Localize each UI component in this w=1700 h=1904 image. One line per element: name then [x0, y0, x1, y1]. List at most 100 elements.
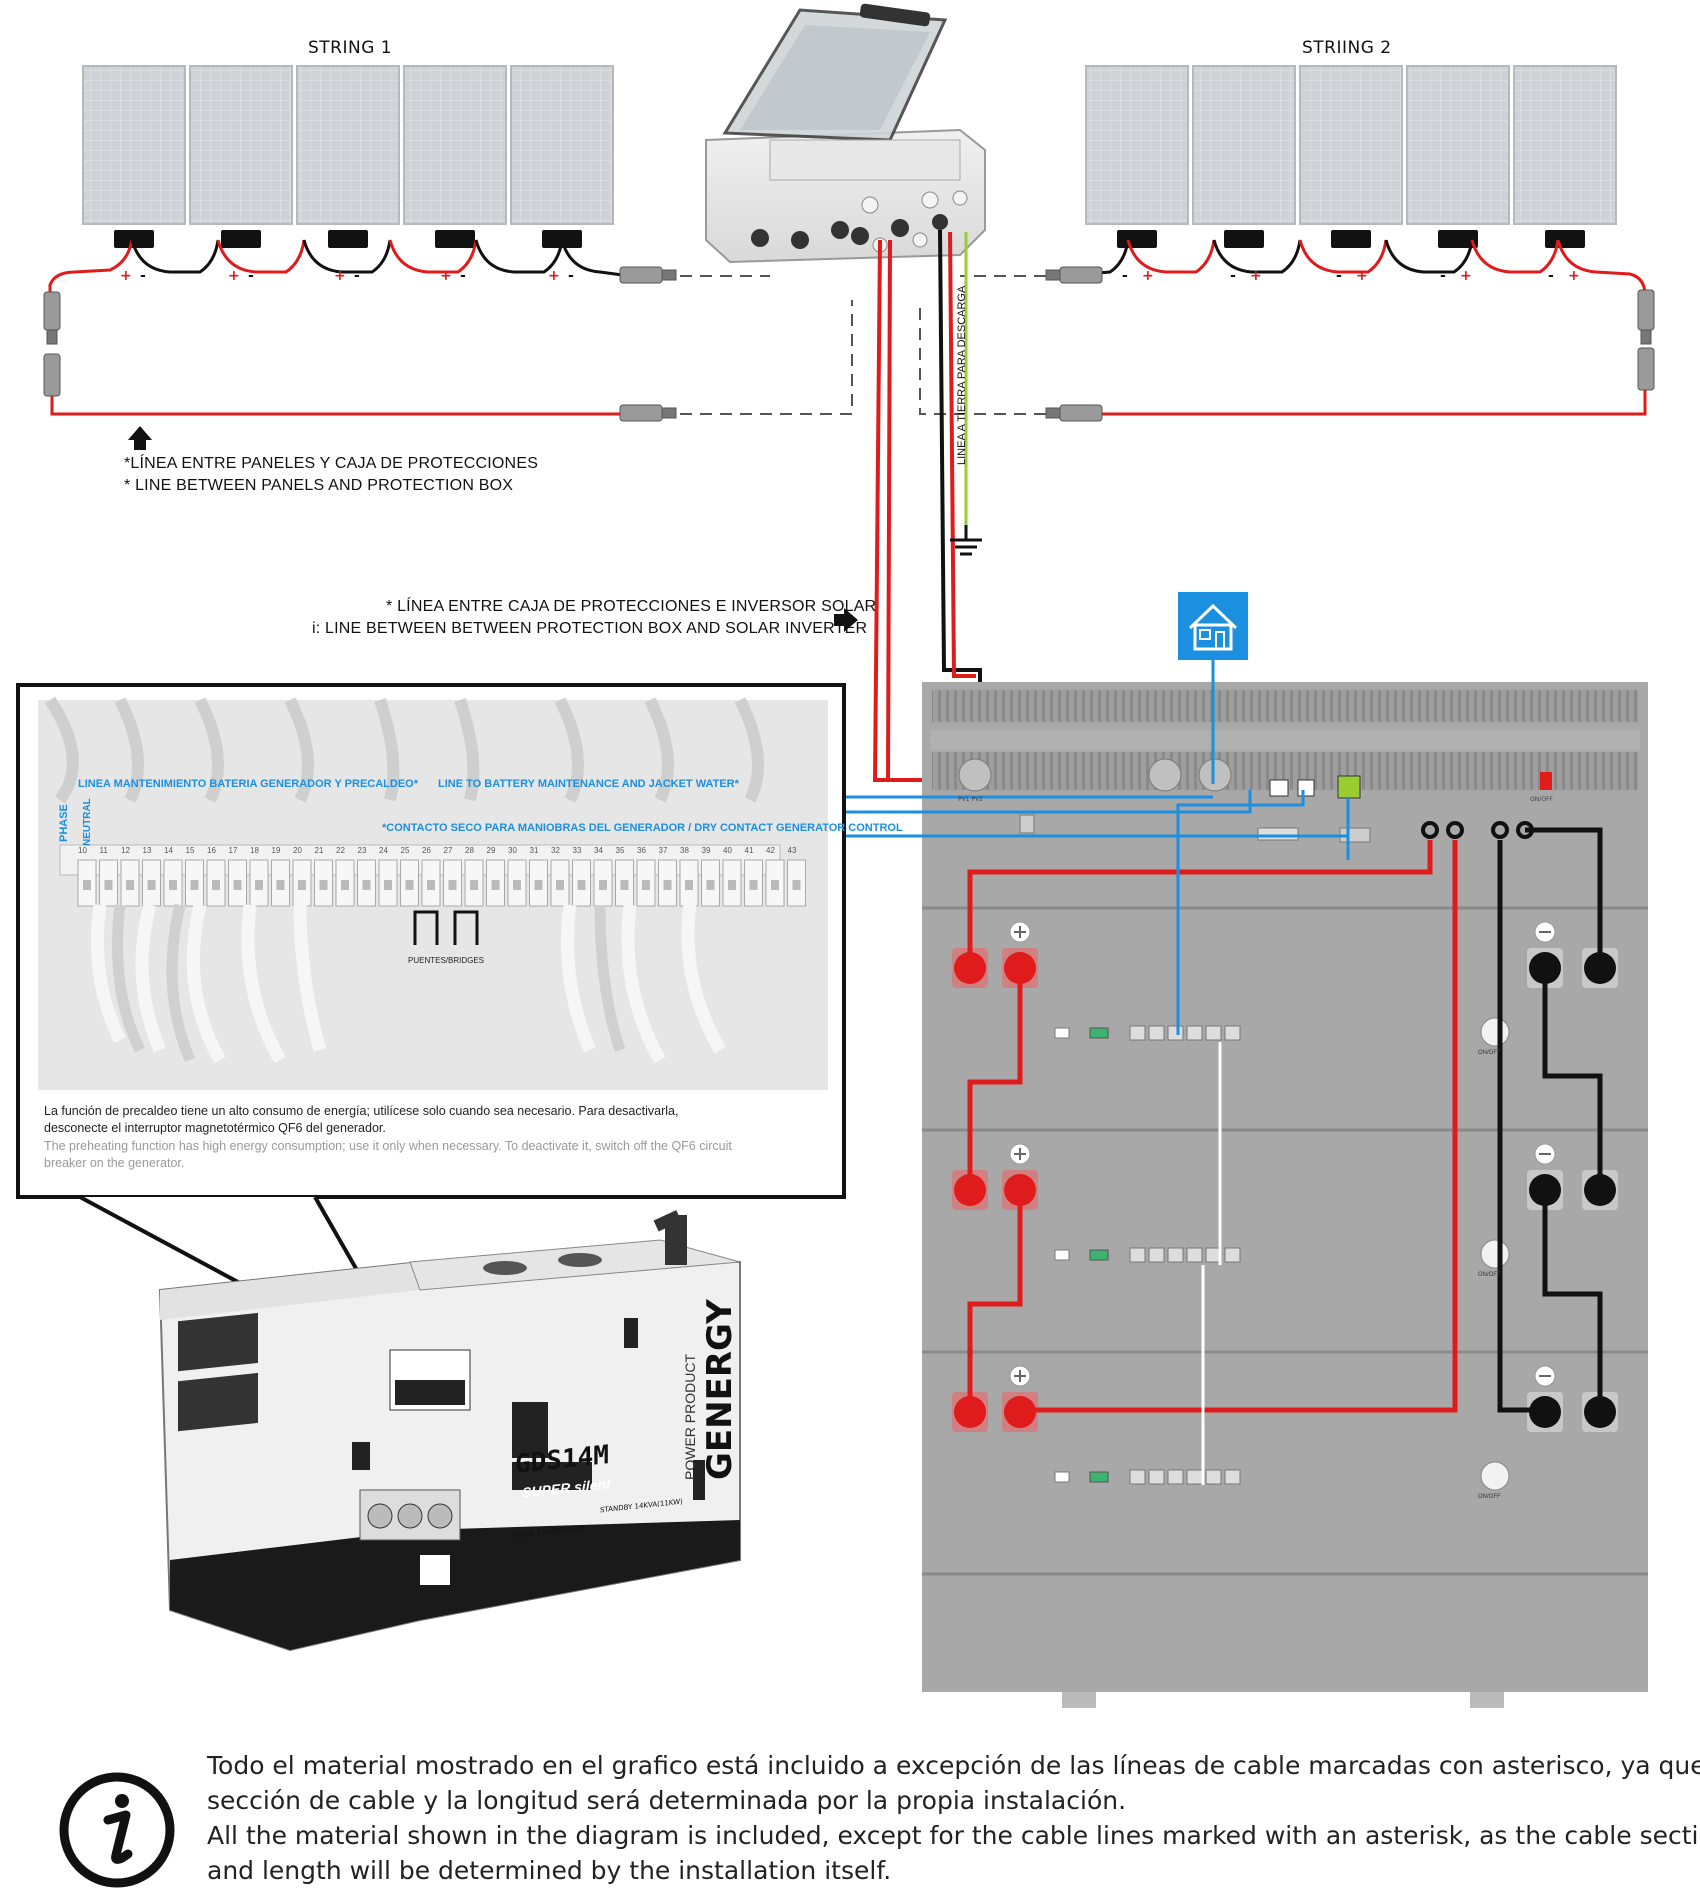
arrow-right-icon — [834, 608, 858, 632]
terminal-screw — [642, 880, 650, 890]
terminal-number: 40 — [723, 846, 732, 855]
polarity-sign: + — [1142, 268, 1154, 284]
polarity-sign: - — [140, 268, 146, 284]
string1-junction-box-2 — [221, 230, 261, 248]
battery-port — [1129, 1469, 1146, 1485]
string2-junction-box-4 — [1438, 230, 1478, 248]
terminal-screw — [169, 880, 177, 890]
ground-line-label: LINEA A TIERRA PARA DESCARGA — [956, 285, 968, 465]
battery-port — [1224, 1025, 1241, 1041]
terminal-number: 23 — [357, 846, 367, 855]
panels-line-note-en: * LINE BETWEEN PANELS AND PROTECTION BOX — [124, 477, 514, 494]
dashed-lines — [680, 275, 1046, 415]
terminal-screw — [104, 880, 113, 890]
terminal-number: 15 — [185, 846, 195, 855]
string2-junction-box-2 — [1224, 230, 1264, 248]
terminal-screw — [792, 880, 801, 890]
string1-panel-1 — [82, 65, 186, 225]
polarity-sign: - — [568, 268, 574, 284]
string1-panels — [82, 65, 614, 248]
terminal-number: 29 — [486, 846, 496, 855]
terminal-screw — [147, 880, 156, 890]
string2-panels — [1085, 65, 1617, 248]
polarity-sign: + — [1356, 268, 1368, 284]
battery-port — [1129, 1025, 1146, 1041]
battery-port — [1186, 1247, 1203, 1263]
generator-tagline: POWER PRODUCT — [682, 1354, 698, 1480]
battery-onoff-button[interactable] — [1480, 1017, 1510, 1047]
string2-junction-box-5 — [1545, 230, 1585, 248]
string2-wiring — [1059, 239, 1647, 416]
maintenance-line-label-en: LINE TO BATTERY MAINTENANCE AND JACKET W… — [438, 778, 739, 790]
negative-terminal — [1529, 1396, 1561, 1428]
info-text-es-1: Todo el material mostrado en el grafico … — [207, 1751, 1700, 1780]
battery-onoff-button[interactable] — [1480, 1239, 1510, 1269]
polarity-sign: + — [1250, 268, 1262, 284]
terminal-screw — [319, 880, 328, 890]
generator-brand: GENERGY — [700, 1299, 740, 1480]
maintenance-line-label: LINEA MANTENIMIENTO BATERIA GENERADOR Y … — [78, 778, 419, 790]
string2-junction-box-3 — [1331, 230, 1371, 248]
battery-port — [1148, 1025, 1165, 1041]
terminal-screw — [491, 880, 500, 890]
inverter-battery-stack — [922, 682, 1648, 1708]
ground-symbol — [950, 525, 982, 556]
dry-contact-port — [1089, 1249, 1109, 1261]
terminal-number: 17 — [228, 846, 238, 855]
positive-terminal — [954, 952, 986, 984]
string1-panel-3 — [296, 65, 400, 225]
terminal-number: 28 — [465, 846, 474, 855]
battery-port — [1205, 1469, 1222, 1485]
dip-switch — [1054, 1249, 1070, 1261]
string1-panel-2 — [189, 65, 293, 225]
info-text-en-1: All the material shown in the diagram is… — [207, 1821, 1700, 1850]
terminal-number: 39 — [701, 846, 711, 855]
terminal-screw — [190, 880, 199, 890]
terminal-screw — [728, 880, 736, 890]
polarity-sign: - — [460, 268, 466, 284]
generator-note-en-2: breaker on the generator. — [44, 1156, 185, 1170]
terminal-number: 18 — [250, 846, 259, 855]
info-text-en-2: and length will be determined by the ins… — [207, 1856, 892, 1885]
terminal-number: 36 — [637, 846, 646, 855]
string2-panel-4 — [1406, 65, 1510, 225]
polarity-sign: - — [1230, 268, 1236, 284]
terminal-screw — [577, 880, 586, 890]
terminal-screw — [706, 880, 715, 890]
string2-panel-5 — [1513, 65, 1617, 225]
terminal-screw — [513, 880, 521, 890]
polarity-sign: + — [1460, 268, 1472, 284]
terminal-number: 20 — [293, 846, 302, 855]
polarity-sign: + — [1568, 268, 1580, 284]
terminal-number: 25 — [400, 846, 410, 855]
string1-junction-box-5 — [542, 230, 582, 248]
terminal-number: 42 — [766, 846, 775, 855]
terminal-screw — [556, 880, 564, 890]
generator-callout — [16, 683, 846, 1386]
negative-terminal — [1584, 1174, 1616, 1206]
string1-junction-box-4 — [435, 230, 475, 248]
phase-label: PHASE — [58, 804, 70, 842]
terminal-screw — [771, 880, 779, 890]
generator-note-es-1: La función de precaldeo tiene un alto co… — [44, 1104, 679, 1118]
battery-port — [1224, 1247, 1241, 1263]
battery-onoff-button[interactable] — [1480, 1461, 1510, 1491]
battery-port — [1167, 1025, 1184, 1041]
terminal-number: 16 — [207, 846, 216, 855]
terminal-number: 33 — [572, 846, 582, 855]
terminal-screw — [663, 880, 672, 890]
inverter-line-note-es: * LÍNEA ENTRE CAJA DE PROTECCIONES E INV… — [386, 598, 877, 615]
terminal-number: 30 — [508, 846, 517, 855]
terminal-number: 27 — [443, 846, 453, 855]
terminal-number: 13 — [142, 846, 152, 855]
terminal-number: 19 — [271, 846, 281, 855]
terminal-screw — [599, 880, 607, 890]
inverter-terminals — [1421, 821, 1534, 839]
string1-panel-5 — [510, 65, 614, 225]
terminal-number: 14 — [164, 846, 173, 855]
onoff-label: ON/OFF — [1478, 1494, 1501, 1500]
terminal-screw — [255, 880, 263, 890]
battery-port — [1186, 1469, 1203, 1485]
terminal-number: 26 — [422, 846, 431, 855]
